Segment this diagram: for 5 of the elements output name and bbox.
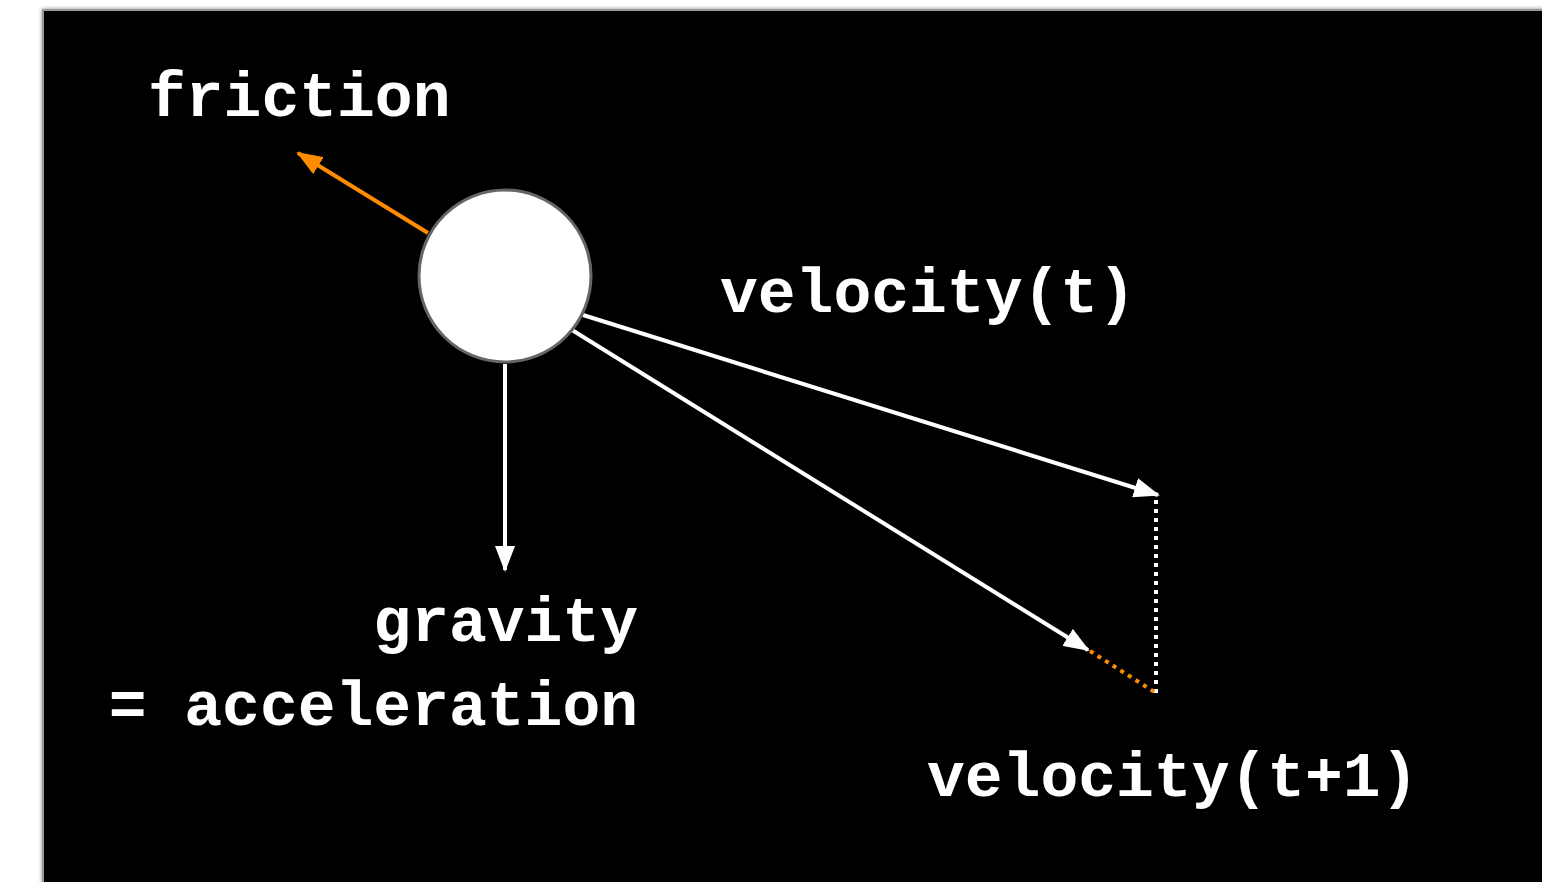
ball xyxy=(417,188,593,364)
force-label: friction xyxy=(148,63,451,137)
force-label: gravity = acceleration xyxy=(107,588,638,746)
vector-label: velocity(t+1) xyxy=(927,743,1419,817)
vector-label: velocity(t) xyxy=(720,259,1136,333)
